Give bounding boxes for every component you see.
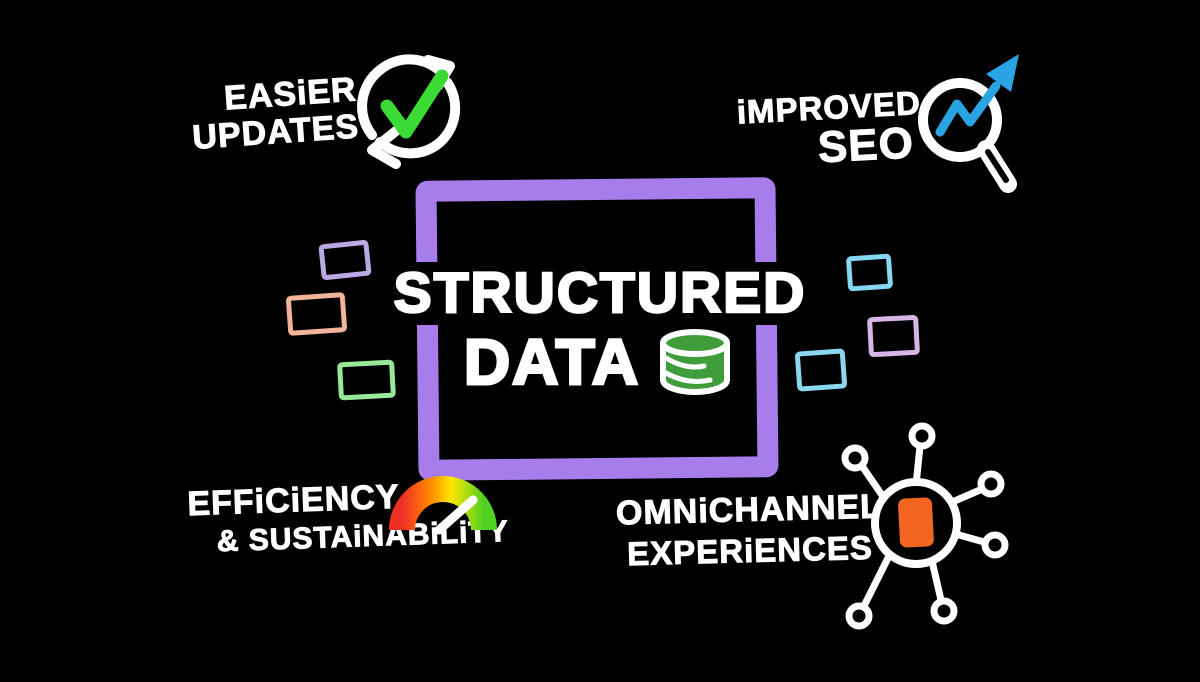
seo-trend-magnifier-icon	[916, 48, 1028, 196]
decor-green-rect	[337, 359, 396, 401]
benefit-improved-seo: iMPROVED SEO	[735, 84, 922, 175]
page-title: STRUCTURED	[378, 261, 822, 325]
page-title-word-data: DATA	[462, 326, 641, 398]
refresh-check-icon	[350, 40, 468, 172]
decor-cyan-rect-2	[794, 348, 848, 392]
decor-purple-rect	[318, 239, 372, 281]
network-hub-icon	[828, 418, 1013, 633]
decor-salmon-rect	[285, 291, 348, 337]
benefit-easier-updates: EASiER UPDATES	[166, 70, 361, 158]
decor-cyan-rect-1	[845, 253, 894, 292]
decor-lilac-rect	[866, 314, 921, 358]
page-title-line2: DATA	[445, 328, 755, 396]
database-icon	[654, 328, 736, 396]
gauge-icon	[389, 468, 497, 535]
